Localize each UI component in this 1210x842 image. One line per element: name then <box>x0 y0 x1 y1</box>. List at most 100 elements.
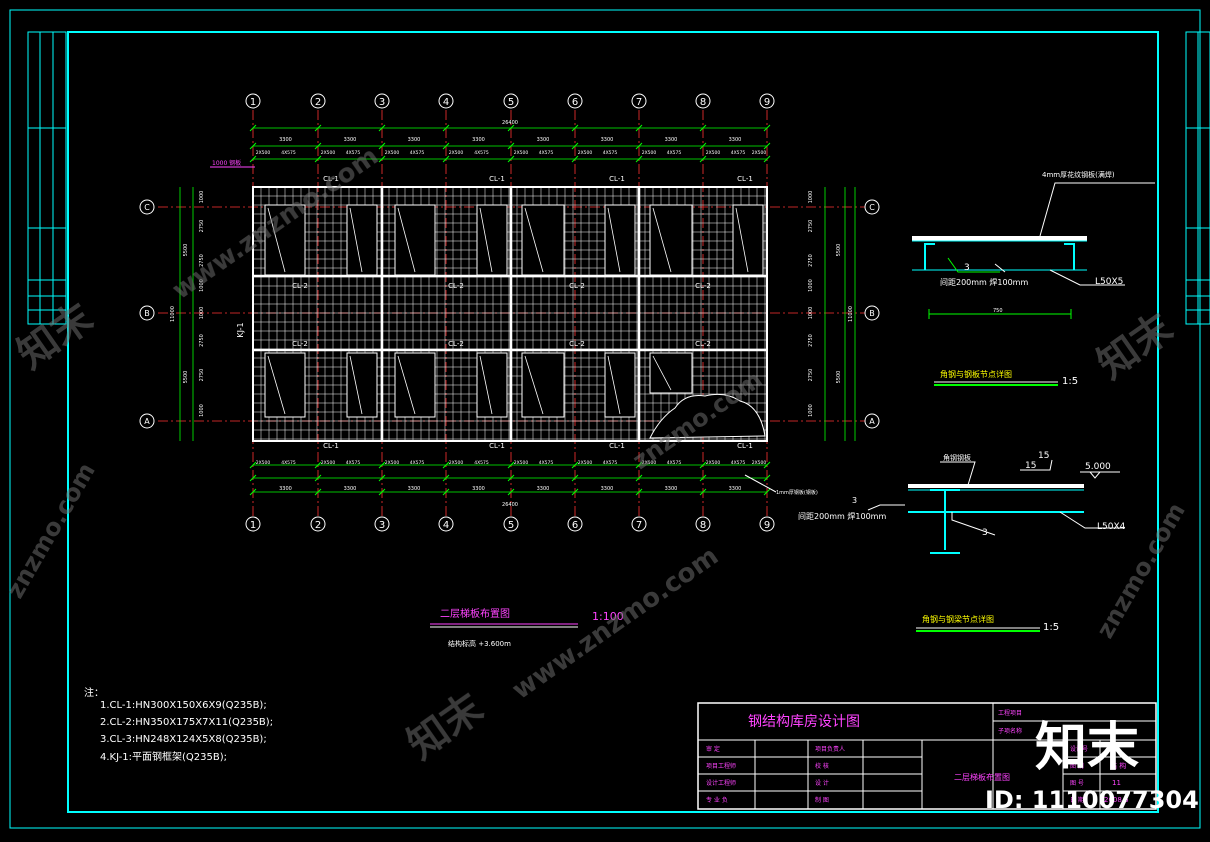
dim-tick <box>249 488 257 496</box>
dim-sub-bottom-0: 2X500 <box>256 460 271 466</box>
main-subtitle: 结构标高 +3.600m <box>448 639 511 648</box>
axis-bubble-A <box>864 413 880 429</box>
axis-number-6-bottom: 6 <box>572 520 578 531</box>
dim-left-0: 1000 <box>199 191 205 204</box>
stair-opening <box>521 352 565 418</box>
tb-mid-row-2: 校 核 <box>815 762 829 770</box>
dim-right-3: 1000 <box>808 279 814 292</box>
dim-sub-bottom-1: 4X575 <box>281 460 296 466</box>
dim-tick <box>442 124 450 132</box>
plan-grid <box>158 110 865 516</box>
dim-sub-top-10: 2X500 <box>578 150 593 156</box>
dim-tick <box>442 488 450 496</box>
frame-label: KJ-1 <box>236 322 245 337</box>
detail1-callout: 4mm厚花纹钢板(满焊) <box>1042 170 1115 179</box>
dim-tick <box>763 155 771 163</box>
dim-tick <box>378 155 386 163</box>
axis-number-7-top: 7 <box>636 97 642 108</box>
beam-label-top-0: CL-1 <box>323 175 339 183</box>
stair-opening <box>476 352 508 418</box>
tb-drawing-name: 二层梯板布置图 <box>954 772 1010 782</box>
dim-tick <box>699 155 707 163</box>
dim-tick <box>378 488 386 496</box>
dim-sub-bottom-16: 2X500 <box>752 460 767 466</box>
dim-left-5: 2750 <box>199 334 205 347</box>
plate-small-label: 1mm厚钢板(钢板) <box>776 489 818 496</box>
beam-label-bottom-3: CL-1 <box>737 442 753 450</box>
beam-label-mid-a-3: CL-2 <box>695 282 711 290</box>
axis-number-4-bottom: 4 <box>443 520 449 531</box>
detail2-title: 角钢与钢梁节点详图 <box>922 614 994 624</box>
axis-number-3-top: 3 <box>379 97 385 108</box>
axis-bubble-1 <box>245 93 261 109</box>
axis-number-6-top: 6 <box>572 97 578 108</box>
note-3: 3.CL-3:HN248X124X5X8(Q235B); <box>100 734 267 745</box>
dim-tick <box>314 155 322 163</box>
dim-tick <box>249 155 257 163</box>
stair-opening <box>394 204 436 276</box>
notes: 注： 1.CL-1:HN300X150X6X9(Q235B); 2.CL-2:H… <box>84 686 273 763</box>
detail1-scale: 1:5 <box>1062 376 1078 387</box>
stair-diagonal <box>397 355 416 415</box>
stair-opening <box>649 204 693 276</box>
dim-sub-bottom-14: 2X500 <box>706 460 721 466</box>
stair-diagonal <box>267 355 286 415</box>
dim-total-top: 26400 <box>502 120 518 126</box>
dim-total-bottom: 26400 <box>502 502 518 508</box>
dim-tick <box>314 461 322 469</box>
dim-tick <box>314 474 322 482</box>
detail2-spacing: 间距200mm 焊100mm <box>798 511 886 521</box>
dim-tick <box>699 461 707 469</box>
stair-opening <box>604 352 636 418</box>
dim-sub-bottom-8: 2X500 <box>514 460 529 466</box>
dim-tick <box>763 488 771 496</box>
dim-sub-top-2: 2X500 <box>321 150 336 156</box>
tb-right-row-2: 图 别 <box>1070 762 1084 770</box>
axis-bubble-9 <box>759 93 775 109</box>
beam-label-bottom-0: CL-1 <box>323 442 339 450</box>
dim-right-total: 11000 <box>848 306 854 322</box>
dim-tick <box>763 474 771 482</box>
dim-tick <box>699 124 707 132</box>
dim-left-group-0: 5500 <box>183 244 189 257</box>
revision-cloud <box>649 393 766 439</box>
tb-right-row-4: 日 期 <box>1070 796 1084 804</box>
axis-bubble-3 <box>374 516 390 532</box>
axis-bubble-8 <box>695 516 711 532</box>
dim-tick <box>378 461 386 469</box>
dim-bay-bottom-7: 3300 <box>729 486 742 492</box>
dim-tick <box>507 461 515 469</box>
tb-right-row-3: 图 号 <box>1070 780 1084 787</box>
watermark-site-5: znzmo.com <box>1091 498 1191 643</box>
dim-bay-bottom-2: 3300 <box>408 486 421 492</box>
tb-mid-row-3: 设 计 <box>815 779 829 787</box>
dim-sub-bottom-15: 4X575 <box>731 460 746 466</box>
dim-sub-top-8: 2X500 <box>514 150 529 156</box>
dim-sub-top-4: 2X500 <box>385 150 400 156</box>
dim-right-5: 2750 <box>808 334 814 347</box>
beam-label-bottom-2: CL-1 <box>609 442 625 450</box>
dim-sub-top-0: 2X500 <box>256 150 271 156</box>
detail2-scale: 1:5 <box>1043 622 1059 633</box>
stair-diagonal <box>607 207 621 273</box>
axis-letter-B-right: B <box>869 309 875 318</box>
dim-left-6: 2750 <box>199 369 205 382</box>
dim-sub-top-16: 2X500 <box>752 150 767 156</box>
dim-tick <box>763 461 771 469</box>
dim-sub-top-6: 2X500 <box>449 150 464 156</box>
dim-tick <box>571 124 579 132</box>
dim-tick <box>442 142 450 150</box>
dim-tick <box>314 142 322 150</box>
tb-project-label: 工程项目 <box>998 709 1022 717</box>
axis-bubble-5 <box>503 93 519 109</box>
dim-sub-top-9: 4X575 <box>539 150 554 156</box>
dim-right-7: 1000 <box>808 404 814 417</box>
beam-label-mid-a-1: CL-2 <box>448 282 464 290</box>
dim-tick <box>763 142 771 150</box>
axis-bubble-C <box>864 199 880 215</box>
dim-sub-bottom-2: 2X500 <box>321 460 336 466</box>
axis-bubble-6 <box>567 93 583 109</box>
dim-tick <box>507 124 515 132</box>
